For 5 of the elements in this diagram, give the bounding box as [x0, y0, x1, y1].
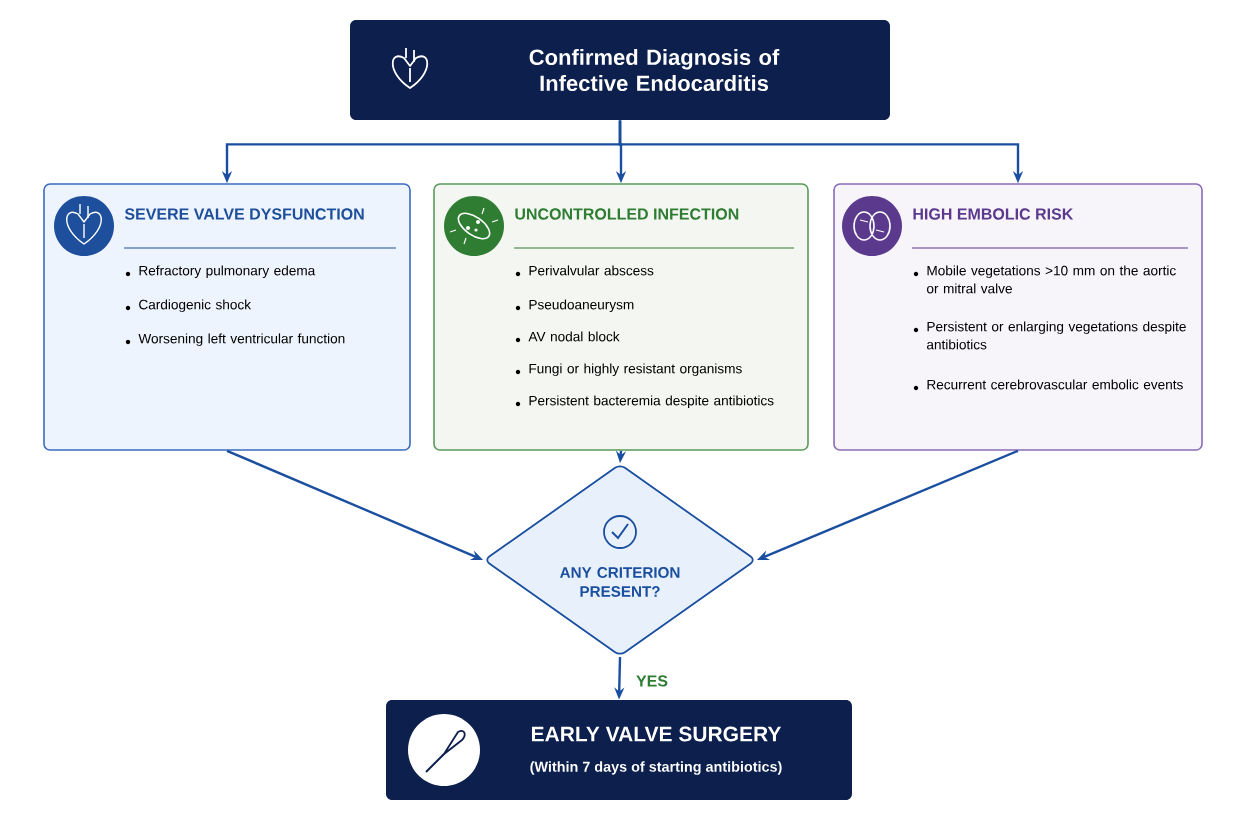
card-heading: SEVERE VALVE DYSFUNCTION — [124, 208, 364, 220]
title-box: Confirmed Diagnosis of Infective Endocarditis — [350, 20, 890, 120]
edge-label: YES — [636, 675, 668, 687]
card-heading: UNCONTROLLED INFECTION — [515, 208, 739, 220]
card-heading: HIGH EMBOLIC RISK — [913, 208, 1074, 220]
